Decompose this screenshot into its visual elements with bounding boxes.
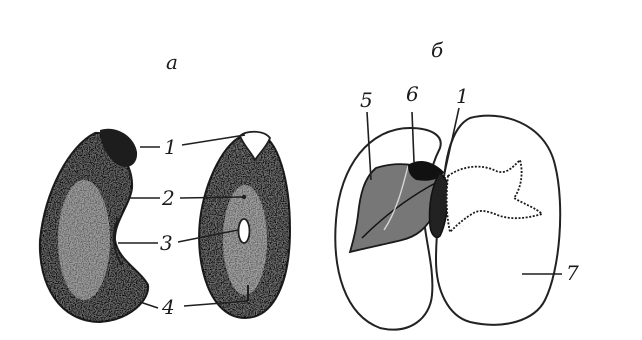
- right-label-1: 1: [456, 86, 469, 106]
- panel-letter-a: а: [166, 52, 178, 72]
- right-label-7: 7: [566, 263, 579, 283]
- left-label-2: 2: [162, 188, 175, 208]
- panel-letter-b: б: [431, 40, 443, 60]
- left-label-1: 1: [164, 137, 177, 157]
- left-label-3: 3: [160, 233, 173, 253]
- right-label-6: 6: [406, 84, 419, 104]
- right-label-5: 5: [360, 90, 373, 110]
- seed-micropyle: [239, 219, 250, 243]
- seed-front-view: [190, 125, 300, 325]
- left-label-4: 4: [162, 297, 175, 317]
- bean-side-view: [30, 120, 160, 330]
